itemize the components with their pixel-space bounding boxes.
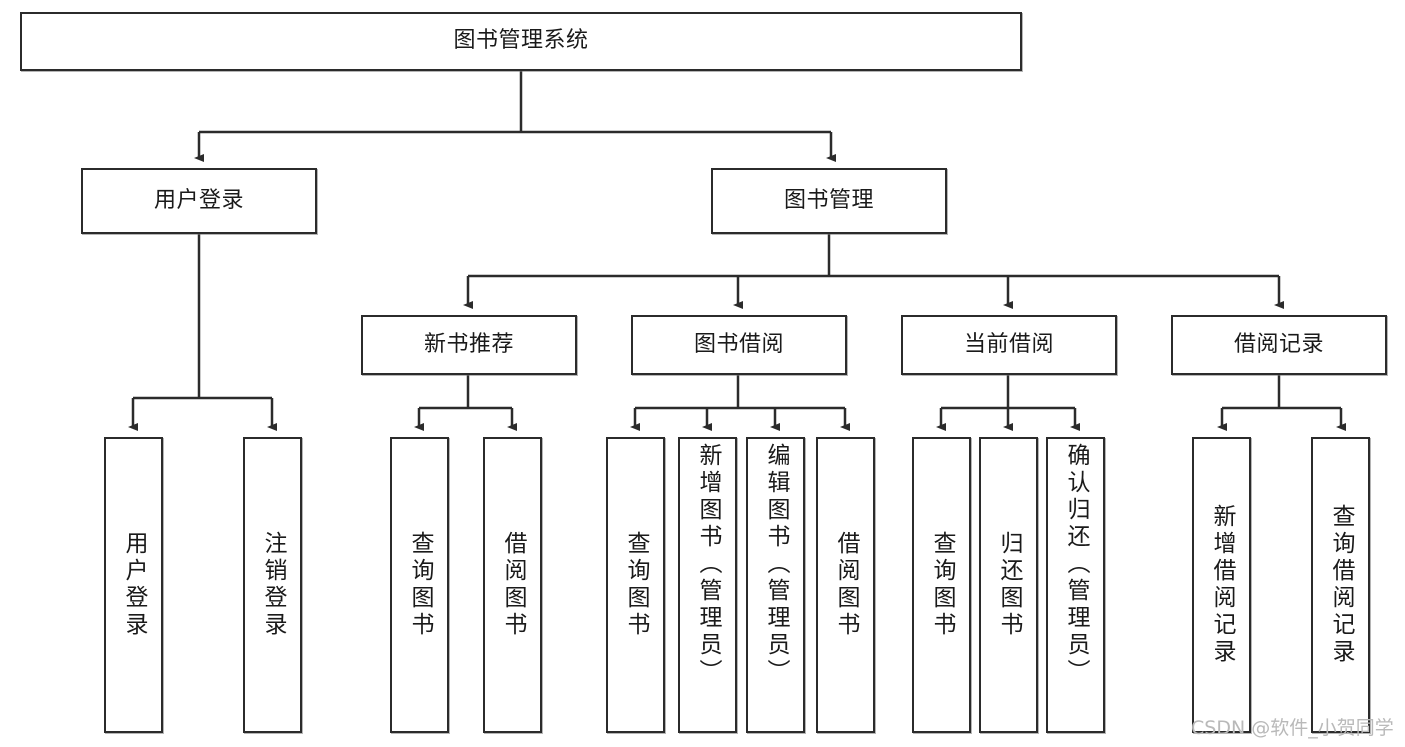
watermark: CSDN @软件_小贺同学 bbox=[1191, 717, 1394, 739]
leaf-query-book-recommend[interactable]: 查询图书 bbox=[390, 437, 449, 733]
leaf-add-book-admin[interactable]: 新增图书（管理员） bbox=[678, 437, 737, 733]
leaf-user-login[interactable]: 用户登录 bbox=[104, 437, 163, 733]
node-book-borrow[interactable]: 图书借阅 bbox=[631, 315, 847, 375]
node-label: 新增借阅记录 bbox=[1209, 504, 1235, 666]
node-label: 新增图书（管理员） bbox=[695, 443, 721, 686]
node-label: 图书管理系统 bbox=[453, 28, 589, 54]
node-user-login[interactable]: 用户登录 bbox=[81, 168, 317, 234]
node-label: 确认归还（管理员） bbox=[1063, 443, 1089, 686]
leaf-edit-book-admin[interactable]: 编辑图书（管理员） bbox=[746, 437, 805, 733]
node-label: 图书管理 bbox=[783, 187, 874, 213]
node-label: 归还图书 bbox=[996, 531, 1022, 639]
node-root-book-management-system[interactable]: 图书管理系统 bbox=[20, 12, 1022, 71]
node-label: 查询借阅记录 bbox=[1328, 504, 1354, 666]
node-new-book-recommend[interactable]: 新书推荐 bbox=[361, 315, 577, 375]
node-label: 新书推荐 bbox=[423, 331, 514, 357]
leaf-add-borrow-record[interactable]: 新增借阅记录 bbox=[1192, 437, 1251, 733]
leaf-return-book[interactable]: 归还图书 bbox=[979, 437, 1038, 733]
leaf-borrow-book-recommend[interactable]: 借阅图书 bbox=[483, 437, 542, 733]
leaf-query-book-borrow[interactable]: 查询图书 bbox=[606, 437, 665, 733]
node-label: 图书借阅 bbox=[693, 331, 784, 357]
leaf-logout[interactable]: 注销登录 bbox=[243, 437, 302, 733]
node-label: 用户登录 bbox=[121, 531, 147, 639]
node-label: 借阅图书 bbox=[833, 531, 859, 639]
node-book-management[interactable]: 图书管理 bbox=[711, 168, 947, 234]
node-label: 借阅图书 bbox=[500, 531, 526, 639]
leaf-query-book-current[interactable]: 查询图书 bbox=[912, 437, 971, 733]
leaf-query-borrow-record[interactable]: 查询借阅记录 bbox=[1311, 437, 1370, 733]
node-label: 注销登录 bbox=[260, 531, 286, 639]
leaf-confirm-return-admin[interactable]: 确认归还（管理员） bbox=[1046, 437, 1105, 733]
node-label: 借阅记录 bbox=[1233, 331, 1324, 357]
node-label: 查询图书 bbox=[407, 531, 433, 639]
node-label: 用户登录 bbox=[153, 187, 244, 213]
node-borrow-record[interactable]: 借阅记录 bbox=[1171, 315, 1387, 375]
node-label: 查询图书 bbox=[929, 531, 955, 639]
node-label: 查询图书 bbox=[623, 531, 649, 639]
node-current-borrow[interactable]: 当前借阅 bbox=[901, 315, 1117, 375]
node-label: 当前借阅 bbox=[963, 331, 1054, 357]
leaf-borrow-book[interactable]: 借阅图书 bbox=[816, 437, 875, 733]
node-label: 编辑图书（管理员） bbox=[763, 443, 789, 686]
